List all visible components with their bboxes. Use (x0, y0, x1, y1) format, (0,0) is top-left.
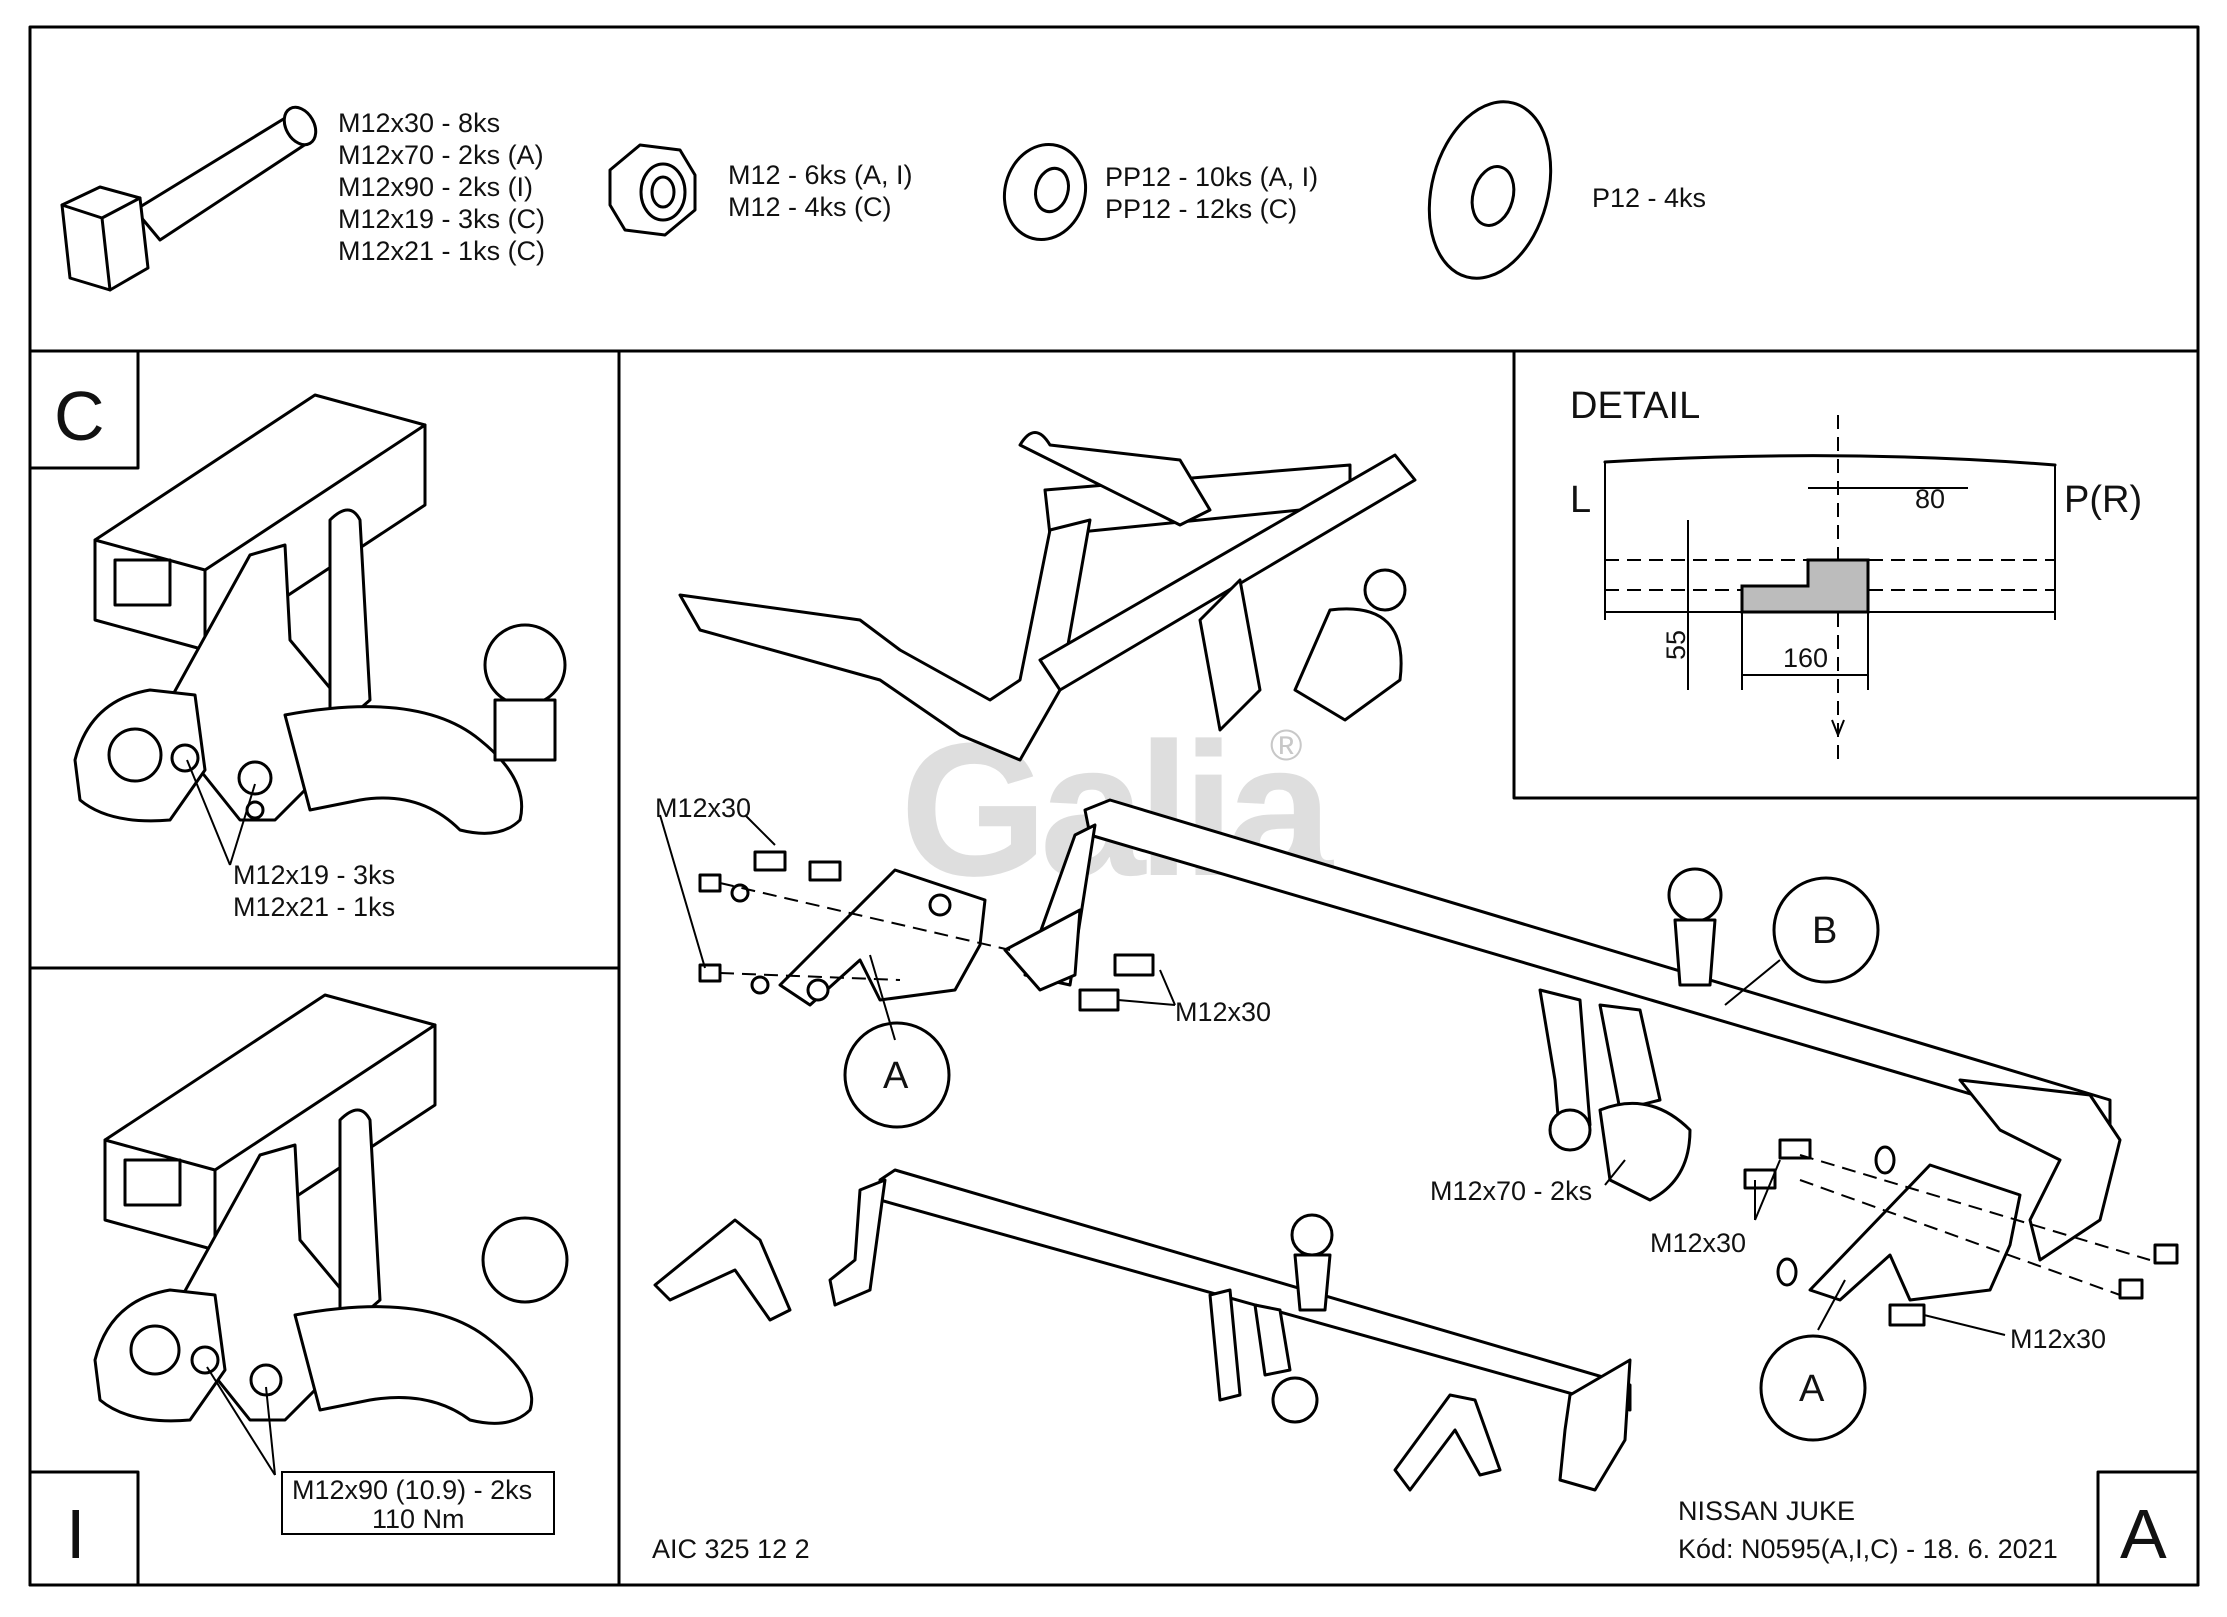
big-washer-icon (1427, 100, 1553, 280)
panel-c-letter: C (54, 377, 105, 455)
drawing-code: AIC 325 12 2 (652, 1534, 810, 1564)
bolt-label-m12x70: M12x70 - 2ks (A) (338, 140, 544, 170)
m12x30-label-1: M12x30 (655, 793, 751, 823)
hitch-assembly-c (73, 393, 567, 835)
detail-box: DETAIL L P(R) 80 55 160 (1512, 349, 2200, 800)
washer-icon (1002, 142, 1088, 242)
registered-mark: ® (1270, 721, 1302, 770)
panel-i-torque: 110 Nm (372, 1504, 465, 1534)
panel-c-bolt-label-2: M12x21 - 1ks (233, 892, 395, 922)
bolt-icon (60, 105, 318, 292)
detail-dim-80: 80 (1915, 484, 1945, 514)
bottom-assembly (653, 1168, 1632, 1492)
parts-list: M12x30 - 8ks M12x70 - 2ks (A) M12x90 - 2… (60, 100, 1706, 292)
callout-a-right-label: A (1799, 1368, 1825, 1410)
detail-title: DETAIL (1570, 385, 1700, 427)
title-block: NISSAN JUKE Kód: N0595(A,I,C) - 18. 6. 2… (1678, 1470, 2200, 1587)
washer-label-a-i: PP12 - 10ks (A, I) (1105, 162, 1318, 192)
nut-icon (608, 143, 697, 237)
callout-a-right (1759, 1334, 1867, 1442)
version-letter: A (2120, 1495, 2167, 1573)
panel-i-letter: I (66, 1495, 85, 1573)
detail-dim-160: 160 (1783, 643, 1828, 673)
callout-b-label: B (1812, 910, 1837, 952)
callout-b (1772, 876, 1880, 984)
m12x30-label-3: M12x30 (1650, 1228, 1746, 1258)
callout-a-left (843, 1021, 951, 1129)
panel-c: C M12x19 - 3ks M12x21 - 1ks (28, 349, 567, 922)
bolt-label-m12x21: M12x21 - 1ks (C) (338, 236, 545, 266)
nut-label-a-i: M12 - 6ks (A, I) (728, 160, 913, 190)
m12x70-label: M12x70 - 2ks (1430, 1176, 1592, 1206)
panel-c-bolt-label-1: M12x19 - 3ks (233, 860, 395, 890)
detail-dim-55: 55 (1661, 630, 1691, 660)
code-line: Kód: N0595(A,I,C) - 18. 6. 2021 (1678, 1534, 2058, 1564)
hitch-assembly-i (93, 993, 569, 1425)
nut-list: M12 - 6ks (A, I) M12 - 4ks (C) (728, 160, 913, 222)
vehicle-name: NISSAN JUKE (1678, 1496, 1855, 1526)
callout-a-left-label: A (883, 1055, 909, 1097)
left-bracket-group (698, 850, 1155, 1012)
washer-label-c: PP12 - 12ks (C) (1105, 194, 1297, 224)
nut-label-c: M12 - 4ks (C) (728, 192, 892, 222)
main-assembly: Galia ® (652, 431, 2179, 1564)
bolt-label-m12x30: M12x30 - 8ks (338, 108, 500, 138)
right-bracket-group (1743, 1138, 2179, 1327)
washer-list: PP12 - 10ks (A, I) PP12 - 12ks (C) (1105, 162, 1318, 224)
big-washer-label: P12 - 4ks (1592, 183, 1706, 213)
bolt-label-m12x19: M12x19 - 3ks (C) (338, 204, 545, 234)
detail-right-label: P(R) (2064, 479, 2142, 521)
panel-i-bolt-label: M12x90 (10.9) - 2ks (292, 1475, 532, 1505)
m12x30-label-2: M12x30 (1175, 997, 1271, 1027)
panel-i: I M12x90 (10.9) - 2ks 110 Nm (28, 993, 569, 1587)
top-view-beam (678, 431, 1417, 762)
hitch-profile (1740, 558, 1870, 614)
bolt-list: M12x30 - 8ks M12x70 - 2ks (A) M12x90 - 2… (338, 108, 545, 266)
bolt-label-m12x90: M12x90 - 2ks (I) (338, 172, 533, 202)
detail-left-label: L (1570, 479, 1591, 521)
m12x30-label-4: M12x30 (2010, 1324, 2106, 1354)
